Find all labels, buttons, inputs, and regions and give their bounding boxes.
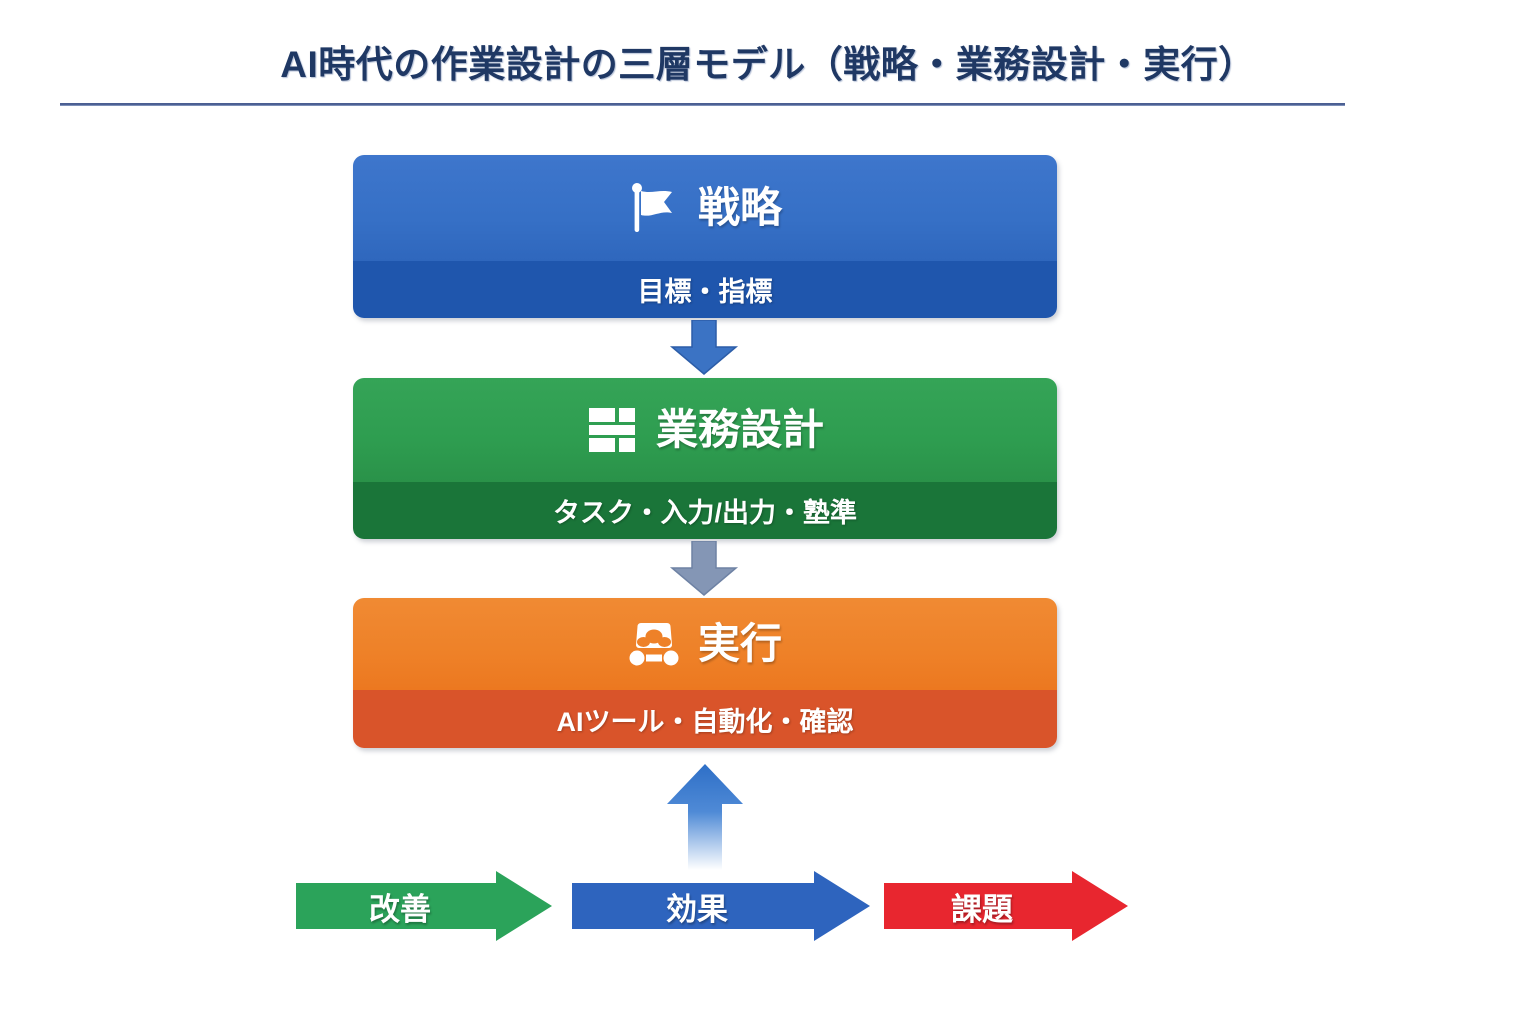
title-divider <box>60 103 1345 106</box>
layer-subtitle-work-design: タスク・入力/出力・塾準 <box>353 482 1057 539</box>
flag-icon <box>628 182 680 234</box>
layer-title-strategy: 戦略 <box>697 184 782 231</box>
robot-icon <box>628 618 680 670</box>
arrow-up-icon-feedback <box>664 762 746 872</box>
flow-arrow-kaizen-label: 改善 <box>369 891 431 927</box>
arrow-down-icon-strategy-to-design <box>668 319 740 375</box>
layer-header-execution: 実行 <box>353 598 1057 690</box>
flow-arrow-kouka[interactable]: 効果 <box>572 871 870 941</box>
layer-subtitle-execution: AIツール・自動化・確認 <box>353 690 1057 748</box>
layer-card-execution[interactable]: 実行 AIツール・自動化・確認 <box>353 598 1057 748</box>
layer-header-strategy: 戦略 <box>353 155 1057 261</box>
layer-header-work-design: 業務設計 <box>353 378 1057 482</box>
flow-arrow-kaizen[interactable]: 改善 <box>296 871 552 941</box>
layer-title-work-design: 業務設計 <box>655 406 824 453</box>
page-title-area: AI時代の作業設計の三層モデル（戦略・業務設計・実行） <box>0 34 1536 88</box>
flow-arrow-kadai[interactable]: 課題 <box>884 871 1128 941</box>
layer-card-work-design[interactable]: 業務設計 タスク・入力/出力・塾準 <box>353 378 1057 539</box>
grid-layout-icon <box>586 404 638 456</box>
layer-subtitle-strategy: 目標・指標 <box>353 261 1057 318</box>
layer-title-execution: 実行 <box>697 620 782 667</box>
flow-arrow-kadai-label: 課題 <box>951 891 1013 927</box>
flow-arrow-kouka-label: 効果 <box>666 891 728 927</box>
page-title: AI時代の作業設計の三層モデル（戦略・業務設計・実行） <box>280 44 1256 85</box>
layer-card-strategy[interactable]: 戦略 目標・指標 <box>353 155 1057 318</box>
arrow-down-icon-design-to-execution <box>668 540 740 596</box>
